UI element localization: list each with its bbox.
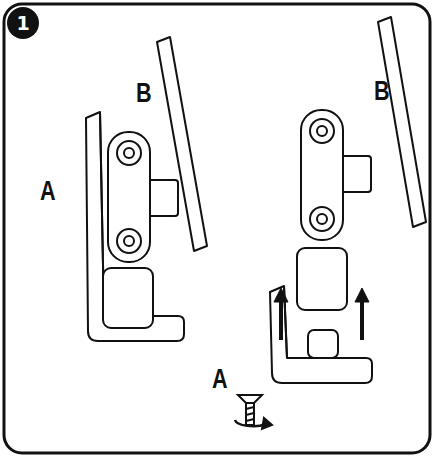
frame xyxy=(4,4,430,453)
step-number-text: 1 xyxy=(16,14,29,33)
base-block xyxy=(297,248,347,310)
part-letter: A xyxy=(40,178,56,205)
base-block xyxy=(103,268,153,328)
screw xyxy=(235,395,272,429)
hinge-block xyxy=(148,180,178,216)
stud xyxy=(308,330,338,358)
arm-link xyxy=(108,132,150,262)
part-letter: A xyxy=(212,366,228,393)
up-arrows xyxy=(274,288,369,340)
bracket-a xyxy=(86,112,184,341)
part-letter: B xyxy=(136,80,152,107)
monitor-b xyxy=(378,17,426,227)
arm-link xyxy=(301,110,343,240)
monitor-b xyxy=(157,37,207,251)
hinge-block xyxy=(341,156,371,192)
part-letter: B xyxy=(374,78,390,105)
step-number: 1 xyxy=(7,7,39,39)
